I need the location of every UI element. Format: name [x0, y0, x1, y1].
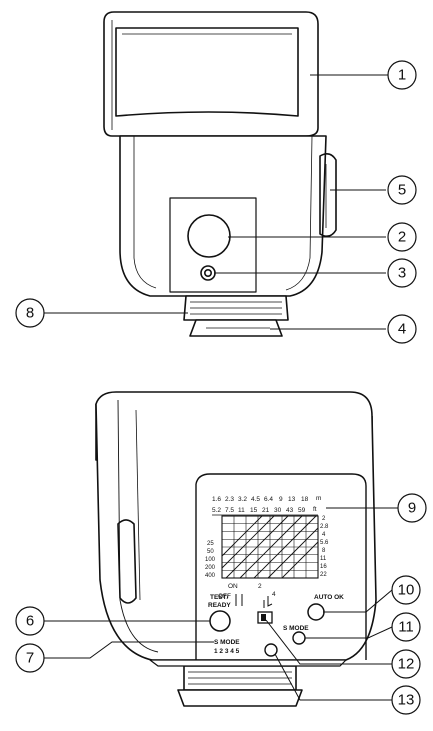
callout-1: 1 [398, 67, 406, 84]
distance-ft-8: 59 [298, 507, 306, 514]
panel-labels: 1.6 2.3 3.2 4.5 6.4 9 13 18 m 5.2 7.5 11… [205, 495, 344, 655]
callout-11: 11 [398, 619, 414, 636]
callout-6: 6 [26, 613, 34, 630]
f-number-4: 5.6 [320, 540, 329, 546]
distance-ft-2: 7.5 [225, 507, 234, 514]
f-number-2: 2.8 [320, 524, 329, 530]
distance-m-6: 9 [279, 496, 283, 503]
iso-5: 400 [205, 573, 216, 579]
side-grip [319, 152, 337, 238]
power-switch-marks [235, 594, 273, 608]
s-mode-left-label: S MODE [214, 639, 240, 646]
sensor-panel [169, 197, 257, 293]
switch-off-label: OFF [218, 593, 231, 600]
switch-on-label: ON [228, 583, 238, 590]
iso-2: 50 [207, 549, 214, 555]
auto-ok-lamp [307, 603, 325, 621]
iso-1: 25 [207, 541, 214, 547]
flash-body-back [95, 403, 377, 661]
exposure-table [212, 514, 319, 579]
distance-ft-unit: ft [313, 506, 317, 513]
callout-8: 8 [26, 305, 34, 322]
distance-m-5: 6.4 [264, 496, 273, 503]
flash-back-view [95, 391, 377, 707]
switch-4-label: 4 [272, 591, 276, 598]
test-ready-label-1: TEST/ [210, 594, 229, 601]
f-number-3: 4 [322, 532, 326, 538]
distance-m-3: 3.2 [238, 496, 247, 503]
distance-m-1: 1.6 [212, 496, 221, 503]
distance-ft-3: 11 [238, 507, 245, 514]
auto-ok-label: AUTO OK [314, 594, 344, 601]
flash-body-front [119, 135, 327, 297]
callout-13: 13 [398, 692, 415, 709]
mode-select-button[interactable] [264, 643, 278, 657]
distance-ft-6: 30 [274, 507, 282, 514]
distance-ft-7: 43 [286, 507, 294, 514]
leader-lines [42, 74, 398, 701]
s-mode-right-label: S MODE [283, 625, 309, 632]
flash-window [115, 27, 299, 117]
distance-m-4: 4.5 [251, 496, 260, 503]
distance-m-7: 13 [288, 496, 296, 503]
f-number-1: 2 [322, 516, 326, 522]
back-hot-shoe [177, 689, 303, 707]
f-number-7: 16 [320, 564, 327, 570]
control-panel [195, 473, 367, 660]
callouts: 1 2 3 4 5 6 7 8 9 10 11 12 13 [15, 60, 427, 715]
distance-ft-4: 15 [250, 507, 258, 514]
mode-numbers-label: 1 2 3 4 5 [214, 648, 240, 655]
distance-ft-1: 5.2 [212, 507, 221, 514]
flash-head [103, 11, 319, 137]
f-number-6: 11 [320, 556, 327, 562]
callout-5: 5 [398, 182, 406, 199]
callout-4: 4 [398, 321, 406, 338]
f-number-5: 8 [322, 548, 326, 554]
callout-12: 12 [398, 656, 415, 673]
distance-m-8: 18 [301, 496, 309, 503]
distance-m-2: 2.3 [225, 496, 234, 503]
distance-ft-5: 21 [262, 507, 270, 514]
s-mode-button[interactable] [292, 631, 306, 645]
distance-m-unit: m [316, 495, 321, 502]
test-ready-label-2: READY [208, 602, 231, 609]
callout-10: 10 [398, 582, 415, 599]
sensor-window [187, 214, 231, 258]
iso-4: 200 [205, 565, 216, 571]
iso-3: 100 [205, 557, 216, 563]
flash-front-view [103, 11, 337, 337]
callout-9: 9 [408, 500, 416, 517]
callout-7: 7 [26, 650, 34, 667]
side-window [117, 519, 137, 604]
test-ready-button[interactable] [209, 610, 231, 632]
callout-3: 3 [398, 265, 406, 282]
f-number-8: 22 [320, 572, 327, 578]
callout-2: 2 [398, 229, 406, 246]
switch-2-label: 2 [258, 583, 262, 590]
